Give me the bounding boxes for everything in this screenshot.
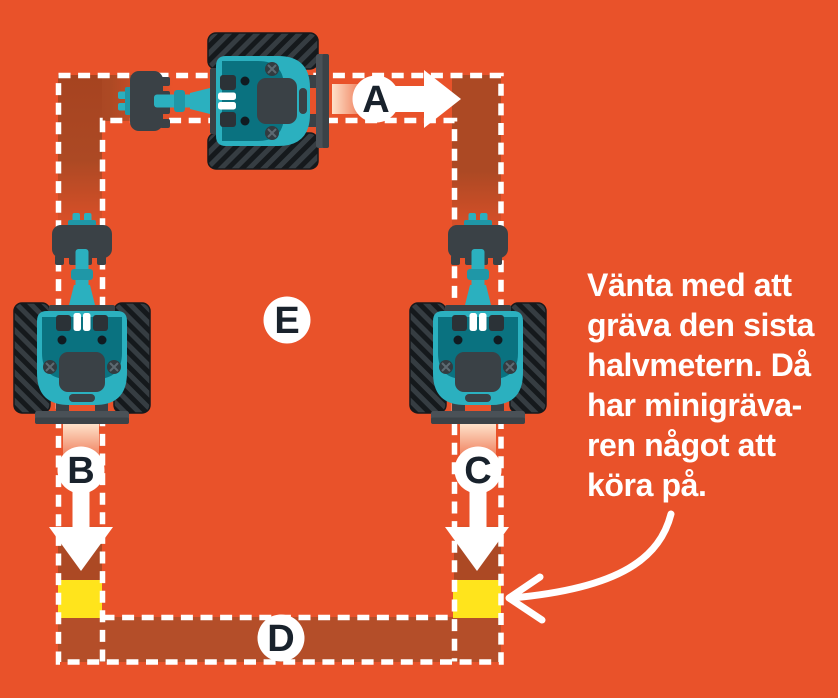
marker-b: B bbox=[57, 446, 105, 494]
marker-e-circle bbox=[263, 296, 311, 344]
marker-a-circle bbox=[352, 75, 400, 123]
marker-e: E bbox=[263, 296, 311, 344]
marker-a-label: A bbox=[362, 79, 389, 121]
excavator-top bbox=[117, 32, 330, 170]
marker-a: A bbox=[352, 75, 400, 123]
marker-e-label: E bbox=[274, 300, 299, 342]
marker-d: D bbox=[257, 614, 305, 662]
marker-d-circle bbox=[257, 614, 305, 662]
marker-c-label: C bbox=[464, 450, 491, 492]
callout-line: halvmetern. Då bbox=[587, 347, 811, 383]
marker-c: C bbox=[454, 446, 502, 494]
callout-line: köra på. bbox=[587, 467, 707, 503]
callout-line: gräva den sista bbox=[587, 307, 815, 343]
excavator-left bbox=[13, 212, 151, 425]
marker-d-label: D bbox=[267, 618, 294, 660]
callout-line: har minigräva- bbox=[587, 387, 802, 423]
yellow-pad-left bbox=[58, 580, 102, 618]
marker-b-circle bbox=[57, 446, 105, 494]
excavator-right bbox=[409, 212, 547, 425]
yellow-pad-right bbox=[453, 580, 501, 618]
marker-b-label: B bbox=[67, 450, 94, 492]
callout-line: ren något att bbox=[587, 427, 776, 463]
direction-arrow-a-icon bbox=[394, 70, 461, 128]
callout-text: Vänta med att gräva den sista halvmetern… bbox=[587, 265, 827, 505]
callout-line: Vänta med att bbox=[587, 267, 792, 303]
callout-curved-arrow-icon bbox=[505, 510, 675, 624]
trench-inner-outline bbox=[99, 117, 458, 662]
marker-c-circle bbox=[454, 446, 502, 494]
